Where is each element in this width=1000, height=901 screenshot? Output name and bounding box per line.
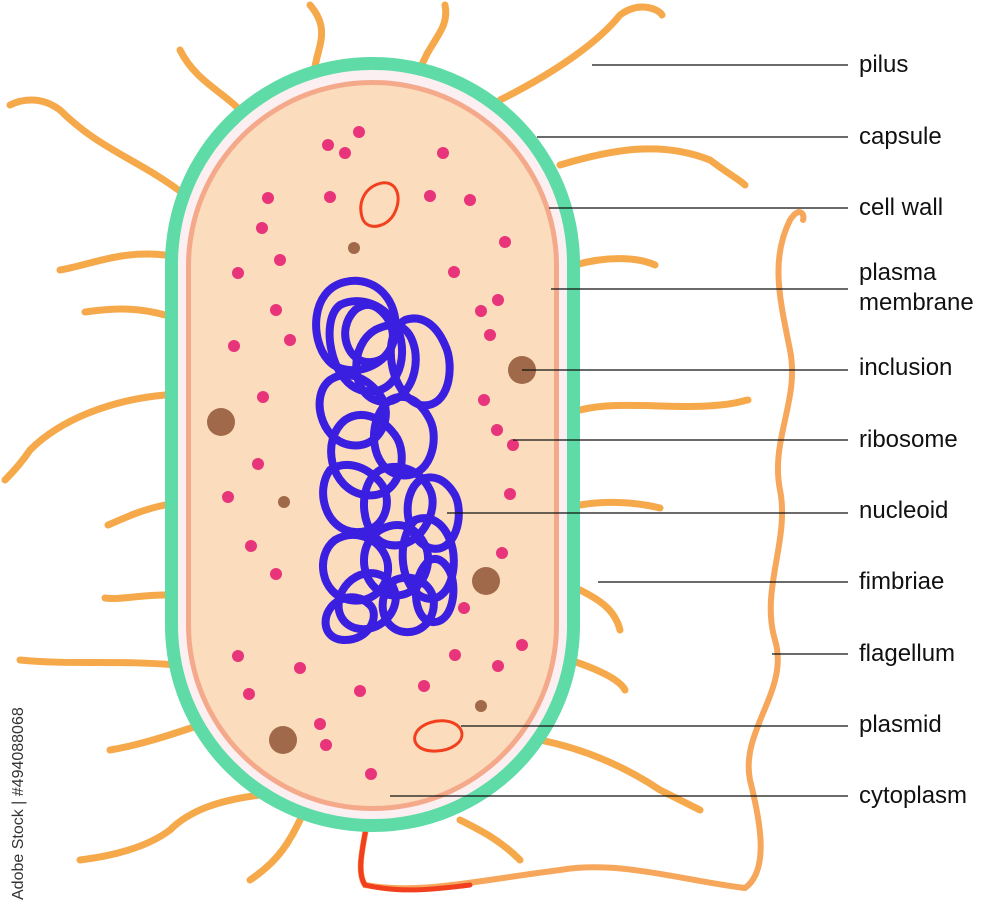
ribosome <box>270 304 282 316</box>
ribosome <box>339 147 351 159</box>
ribosome <box>492 294 504 306</box>
inclusion <box>207 408 235 436</box>
plasmid <box>359 181 400 228</box>
ribosome <box>365 768 377 780</box>
fimbriae-group <box>1 1 752 884</box>
ribosome <box>516 639 528 651</box>
fimbria <box>104 501 169 529</box>
ribosome <box>284 334 296 346</box>
label-plasmid: plasmid <box>859 711 942 738</box>
nucleoid <box>312 276 463 644</box>
ribosome <box>320 739 332 751</box>
label-pilus: pilus <box>859 51 909 78</box>
ribosome <box>437 147 449 159</box>
ribosome <box>270 568 282 580</box>
ribosome <box>464 194 476 206</box>
ribosome <box>478 394 490 406</box>
ribosome <box>245 540 257 552</box>
inclusion <box>472 567 500 595</box>
plasmid-group <box>359 181 464 753</box>
fimbria <box>56 250 169 274</box>
label-plasma-membrane: plasma membrane <box>859 259 974 316</box>
ribosome <box>507 439 519 451</box>
ribosome <box>475 305 487 317</box>
ribosome-group <box>222 126 528 780</box>
ribosome <box>243 688 255 700</box>
ribosome <box>257 391 269 403</box>
ribosome <box>491 424 503 436</box>
inclusion-group <box>207 242 536 754</box>
inclusion <box>475 700 487 712</box>
ribosome <box>458 602 470 614</box>
fimbria <box>536 736 704 814</box>
ribosome <box>262 192 274 204</box>
ribosome <box>484 329 496 341</box>
ribosome <box>256 222 268 234</box>
ribosome <box>252 458 264 470</box>
ribosome <box>222 491 234 503</box>
label-inclusion: inclusion <box>859 354 953 381</box>
flagellum-hook <box>358 802 473 893</box>
inclusion <box>278 496 290 508</box>
fimbria <box>416 1 450 74</box>
fimbria <box>246 816 304 884</box>
ribosome <box>492 660 504 672</box>
fimbria <box>556 145 749 189</box>
fimbria <box>571 255 659 269</box>
label-nucleoid: nucleoid <box>859 497 949 524</box>
label-flagellum: flagellum <box>859 640 956 667</box>
leader-lines <box>390 64 848 797</box>
fimbria <box>566 656 629 694</box>
label-cell-wall: cell wall <box>859 194 944 221</box>
ribosome <box>496 547 508 559</box>
fimbria <box>176 46 244 114</box>
ribosome <box>232 267 244 279</box>
fimbria <box>76 791 264 864</box>
ribosome <box>322 139 334 151</box>
ribosome <box>314 718 326 730</box>
ribosome <box>448 266 460 278</box>
label-cytoplasm: cytoplasm <box>859 782 968 809</box>
ribosome <box>418 680 430 692</box>
ribosome <box>499 236 511 248</box>
fimbria <box>16 656 179 669</box>
fimbria <box>496 3 666 104</box>
fimbria <box>6 96 189 199</box>
fimbria <box>101 591 169 602</box>
stock-watermark: Adobe Stock | #494088068 <box>10 707 27 900</box>
label-ribosome: ribosome <box>859 426 958 453</box>
ribosome <box>424 190 436 202</box>
fimbria <box>1 391 169 484</box>
ribosome <box>274 254 286 266</box>
inclusion <box>348 242 360 254</box>
inclusion <box>269 726 297 754</box>
ribosome <box>228 340 240 352</box>
fimbria <box>576 498 664 512</box>
ribosome <box>324 191 336 203</box>
plasmid <box>413 719 464 753</box>
fimbria <box>456 816 524 864</box>
fimbria <box>576 396 752 414</box>
ribosome <box>354 685 366 697</box>
ribosome <box>504 488 516 500</box>
ribosome <box>449 649 461 661</box>
fimbria <box>576 586 624 634</box>
fimbria <box>81 305 169 319</box>
fimbria <box>106 721 204 754</box>
ribosome <box>353 126 365 138</box>
ribosome <box>232 650 244 662</box>
ribosome <box>294 662 306 674</box>
label-capsule: capsule <box>859 123 942 150</box>
label-fimbriae: fimbriae <box>859 568 945 595</box>
